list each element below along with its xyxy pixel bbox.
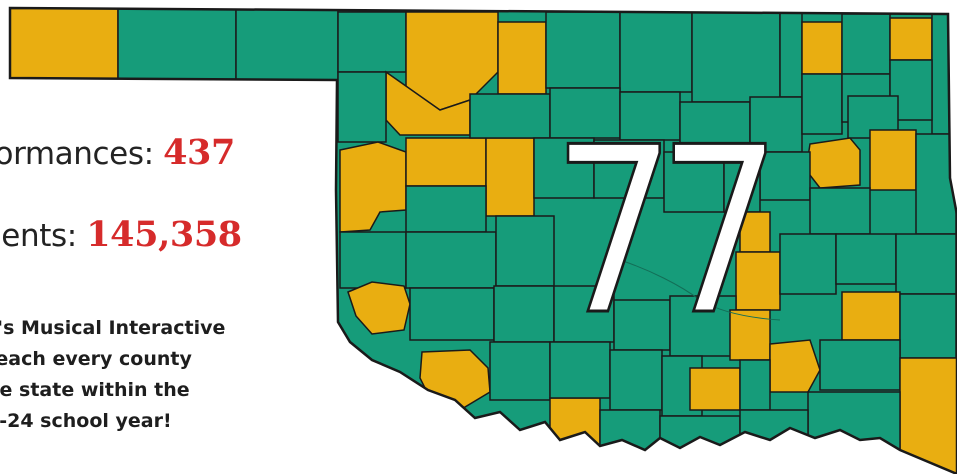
message-line: 3-24 school year! [0,410,172,432]
message-line: reach every county [0,348,192,370]
message-line: c's Musical Interactive [0,317,226,339]
students-value: 145,358 [86,214,242,255]
performances-stat: formances: 437 [0,132,235,173]
river-line [619,259,781,321]
county-count-number: 77 [551,99,784,366]
students-stat: dents: 145,358 [0,214,242,255]
outreach-message: c's Musical Interactive reach every coun… [0,313,326,437]
performances-value: 437 [163,132,235,173]
state-outline [8,6,957,474]
message-line: he state within the [0,379,190,401]
performances-label: formances: [0,136,154,172]
students-label: dents: [0,218,77,254]
